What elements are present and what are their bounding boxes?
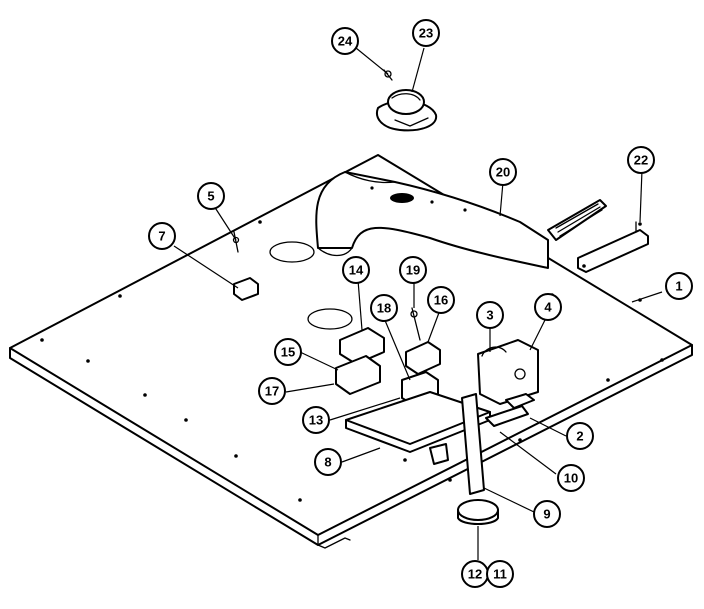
callout-22: 22 [627,146,655,174]
callout-23: 23 [412,19,440,47]
svg-text:11: 11 [493,567,507,582]
svg-text:5: 5 [207,189,214,204]
svg-text:17: 17 [265,384,279,399]
callout-15: 15 [274,338,302,366]
svg-text:4: 4 [544,300,552,315]
svg-text:23: 23 [419,26,433,41]
svg-text:7: 7 [158,229,165,244]
callout-8: 8 [314,448,342,476]
svg-text:24: 24 [338,34,353,49]
callout-19: 19 [399,256,427,284]
switch-cluster [335,307,441,405]
svg-text:8: 8 [324,455,331,470]
callout-24: 24 [331,27,359,55]
callout-9: 9 [533,500,561,528]
callout-7: 7 [148,222,176,250]
callout-4: 4 [534,293,562,321]
callout-2: 2 [566,422,594,450]
callout-17: 17 [258,377,286,405]
svg-text:15: 15 [281,345,295,360]
air-duct [315,171,607,269]
svg-text:14: 14 [349,263,364,278]
callout-10: 10 [557,464,585,492]
callout-5: 5 [197,182,225,210]
mounting-plate [345,391,491,465]
callout-13: 13 [302,406,330,434]
duct-bracket [577,221,649,273]
svg-text:2: 2 [576,429,583,444]
svg-text:20: 20 [496,165,510,180]
motor-assembly [376,69,438,132]
svg-text:18: 18 [377,301,391,316]
callout-14: 14 [342,256,370,284]
leader-lines [173,47,663,560]
callout-11: 11 [486,560,514,588]
svg-text:1: 1 [675,279,682,294]
callout-1: 1 [665,272,693,300]
callout-12: 12 [461,560,489,588]
callout-20: 20 [489,158,517,186]
callout-18: 18 [370,294,398,322]
svg-text:13: 13 [309,413,323,428]
thermostat-assembly [477,339,539,427]
small-clip [232,231,259,301]
svg-text:19: 19 [406,263,420,278]
control-shaft [457,393,499,525]
svg-text:9: 9 [543,507,550,522]
callout-16: 16 [427,286,455,314]
svg-text:10: 10 [564,471,578,486]
callout-3: 3 [476,301,504,329]
svg-text:3: 3 [486,308,493,323]
svg-text:16: 16 [434,293,448,308]
svg-text:12: 12 [468,567,482,582]
svg-text:22: 22 [634,153,648,168]
